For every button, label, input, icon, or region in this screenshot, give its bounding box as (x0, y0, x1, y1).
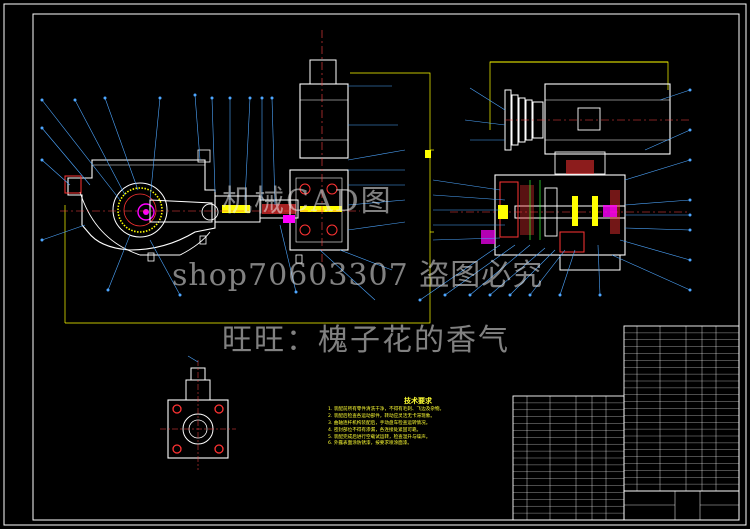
title-block (623, 490, 740, 521)
drive-motor (299, 83, 349, 159)
pump-head (289, 169, 349, 251)
crank-gear (112, 182, 168, 238)
note-item: 3. 曲轴连杆机构装配后，手动盘车检查运转情况。 (328, 420, 431, 426)
crank-hub (137, 203, 155, 221)
leader-lines-left (41, 85, 406, 301)
sheet-inner-border (32, 13, 740, 521)
note-item: 6. 外露表面涂防锈漆，按要求喷涂面漆。 (328, 441, 412, 447)
side-section-view (418, 61, 692, 302)
technical-requirements-notes: 技术要求 1. 装配前所有零件清洗干净，不得有毛刺、飞边及杂物。 2. 装配后检… (328, 398, 508, 448)
notes-list: 1. 装配前所有零件清洗干净，不得有毛刺、飞边及杂物。 2. 装配后检查各运动部… (328, 407, 508, 448)
balloon-dots-left (40, 93, 298, 297)
top-view-detail (160, 355, 236, 470)
note-item: 5. 装配完成后进行空载试运转，检查温升与噪声。 (328, 434, 431, 440)
note-item: 1. 装配前所有零件清洗干净，不得有毛刺、飞边及杂物。 (328, 406, 445, 412)
bom-lower-table (512, 395, 625, 521)
housing-flange (64, 175, 82, 194)
main-section-view (40, 30, 434, 324)
note-item: 2. 装配后检查各运动部件，转动应灵活无卡滞现象。 (328, 413, 435, 419)
balloon-dots-right (418, 88, 692, 302)
plunger (259, 199, 299, 219)
leader-lines-right (419, 87, 691, 301)
connecting-rod (149, 199, 213, 223)
parts-list-table (623, 325, 740, 492)
dimension-frame (65, 72, 431, 324)
side-motor (544, 83, 671, 155)
notes-title: 技术要求 (404, 397, 432, 405)
note-item: 4. 密封部位不得有渗漏，各连接处紧固可靠。 (328, 427, 422, 433)
sheet-outer-border (3, 3, 747, 526)
